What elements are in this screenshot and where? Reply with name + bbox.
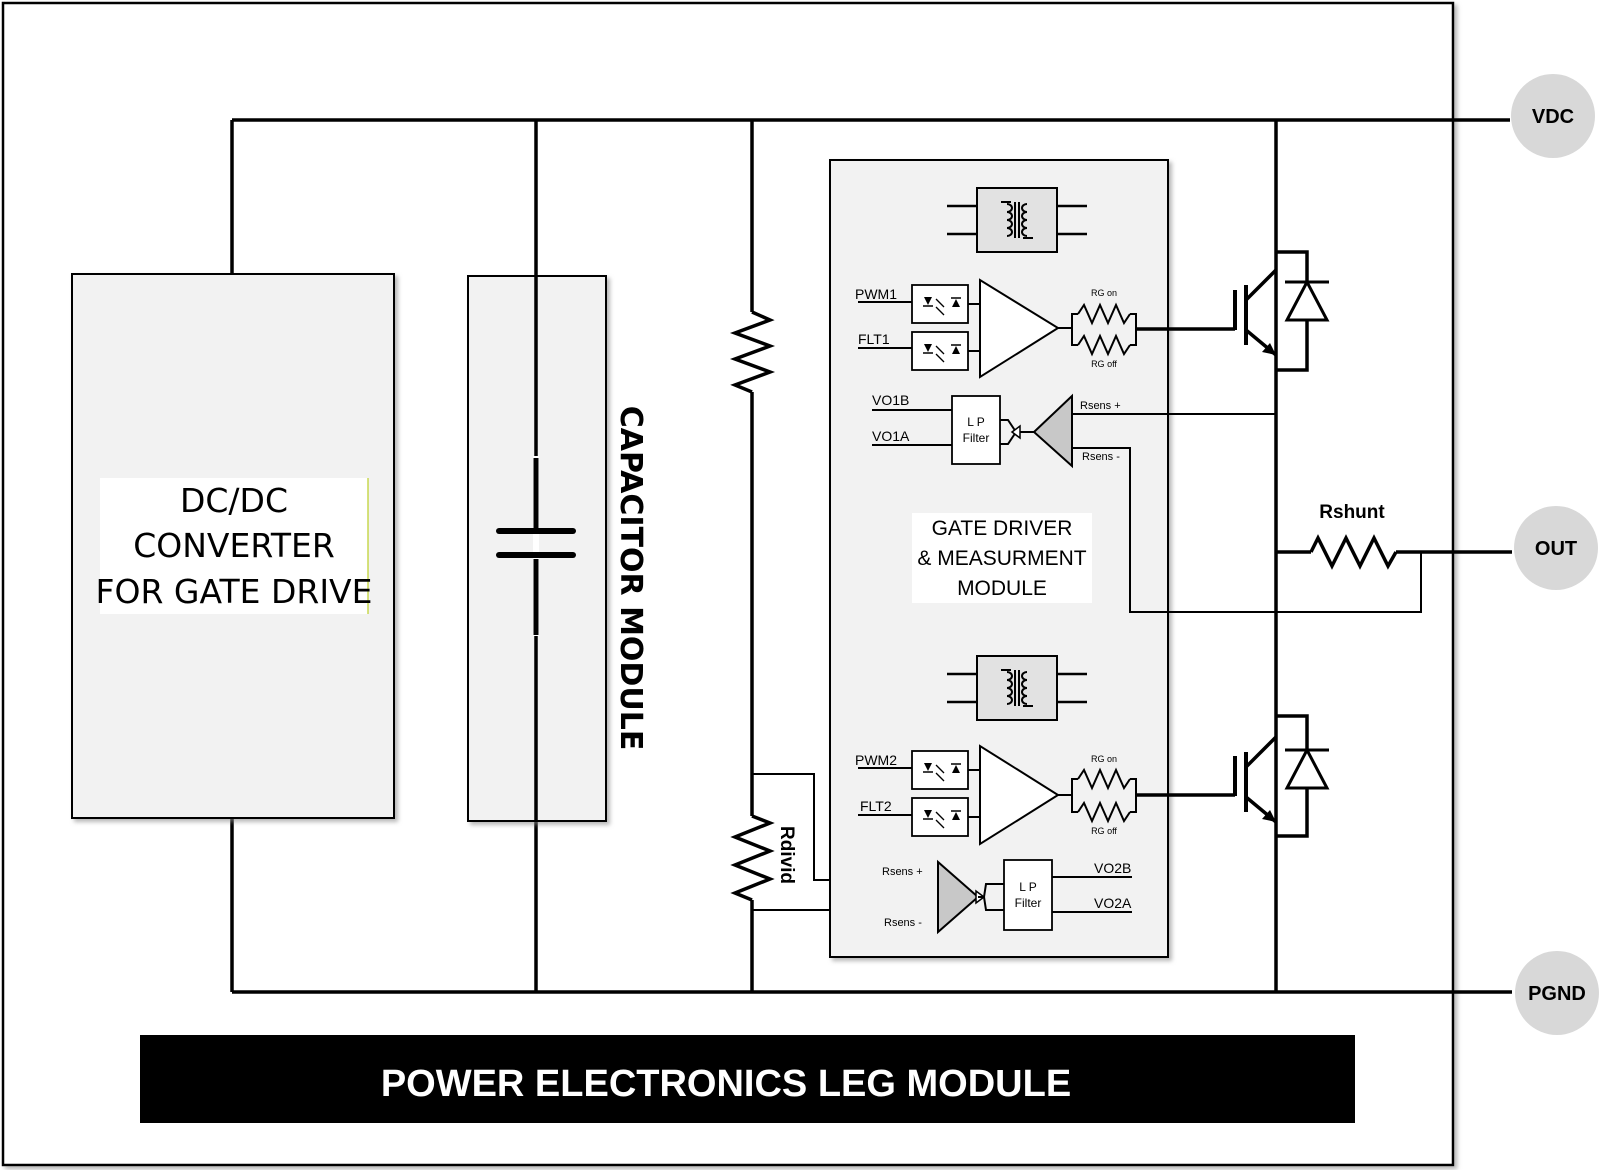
gate-driver-line2: & MEASURMENT (917, 547, 1086, 570)
capacitor-module-label: CAPACITOR MODULE (613, 406, 648, 751)
optocoupler-pwm2 (911, 750, 969, 790)
rsens-minus-label-1: Rsens - (1082, 451, 1120, 463)
capacitor-plate-bottom (496, 552, 576, 558)
vo1b-label: VO1B (872, 392, 909, 408)
igbt-high-side (1190, 268, 1278, 357)
rdivid-label: Rdivid (776, 826, 797, 884)
rg-off-label-2: RG off (1091, 826, 1117, 836)
vdc-terminal: VDC (1511, 74, 1595, 158)
vo1a-label: VO1A (872, 428, 910, 444)
vo2a-label: VO2A (1094, 895, 1132, 911)
rsens-minus-label-2: Rsens - (884, 917, 922, 929)
dcdc-line2: CONVERTER (133, 526, 335, 565)
gate-driver-line3: MODULE (957, 577, 1047, 600)
sense-amp-1 (1032, 393, 1073, 469)
lp-filter-1 (951, 395, 1001, 465)
module-banner-title: POWER ELECTRONICS LEG MODULE (381, 1063, 1071, 1105)
lp-filter-2-line2: Filter (1015, 896, 1042, 910)
rg-on-label-1: RG on (1091, 288, 1117, 298)
pwm1-label: PWM1 (855, 286, 897, 302)
divider-resistor-top (729, 310, 776, 394)
dcdc-line1: DC/DC (180, 481, 288, 520)
pwm2-label: PWM2 (855, 752, 897, 768)
sense-amp-2 (937, 859, 980, 935)
flt2-label: FLT2 (860, 798, 892, 814)
lp-filter-1-line2: Filter (963, 431, 990, 445)
lp-filter-2-line1: L P (1019, 880, 1037, 894)
gate-driver-amp-2 (979, 744, 1060, 846)
out-label: OUT (1535, 538, 1577, 560)
freewheel-diode-high-side (1276, 250, 1330, 372)
rg-on-label-2: RG on (1091, 754, 1117, 764)
rsens-plus-label-2: Rsens + (882, 866, 923, 878)
freewheel-diode-low-side (1276, 714, 1330, 838)
igbt-low-side (1190, 735, 1278, 824)
pgnd-terminal: PGND (1515, 951, 1599, 1035)
out-terminal: OUT (1514, 506, 1598, 590)
optocoupler-pwm1 (911, 284, 969, 324)
optocoupler-flt2 (911, 797, 969, 837)
rsens-plus-label-1: Rsens + (1080, 400, 1121, 412)
rg-off-label-1: RG off (1091, 359, 1117, 369)
rshunt-resistor (1309, 534, 1398, 570)
module-banner (140, 1035, 1355, 1123)
optocoupler-flt1 (911, 331, 969, 371)
vdc-label: VDC (1532, 106, 1574, 128)
vo2b-label: VO2B (1094, 860, 1131, 876)
dcdc-line3: FOR GATE DRIVE (96, 572, 373, 611)
gate-driver-line1: GATE DRIVER (932, 517, 1073, 540)
lp-filter-1-line1: L P (967, 415, 985, 429)
dcdc-label-bg (100, 478, 368, 614)
lp-filter-2 (1003, 859, 1053, 931)
gate-driver-label-bg (912, 513, 1092, 603)
capacitor-plate-top (496, 528, 576, 534)
capacitor-gap (533, 456, 539, 636)
rshunt-label: Rshunt (1319, 502, 1385, 523)
flt1-label: FLT1 (858, 331, 890, 347)
pgnd-label: PGND (1528, 983, 1586, 1005)
divider-resistor-bottom (730, 814, 775, 902)
gate-driver-amp-1 (979, 278, 1060, 379)
